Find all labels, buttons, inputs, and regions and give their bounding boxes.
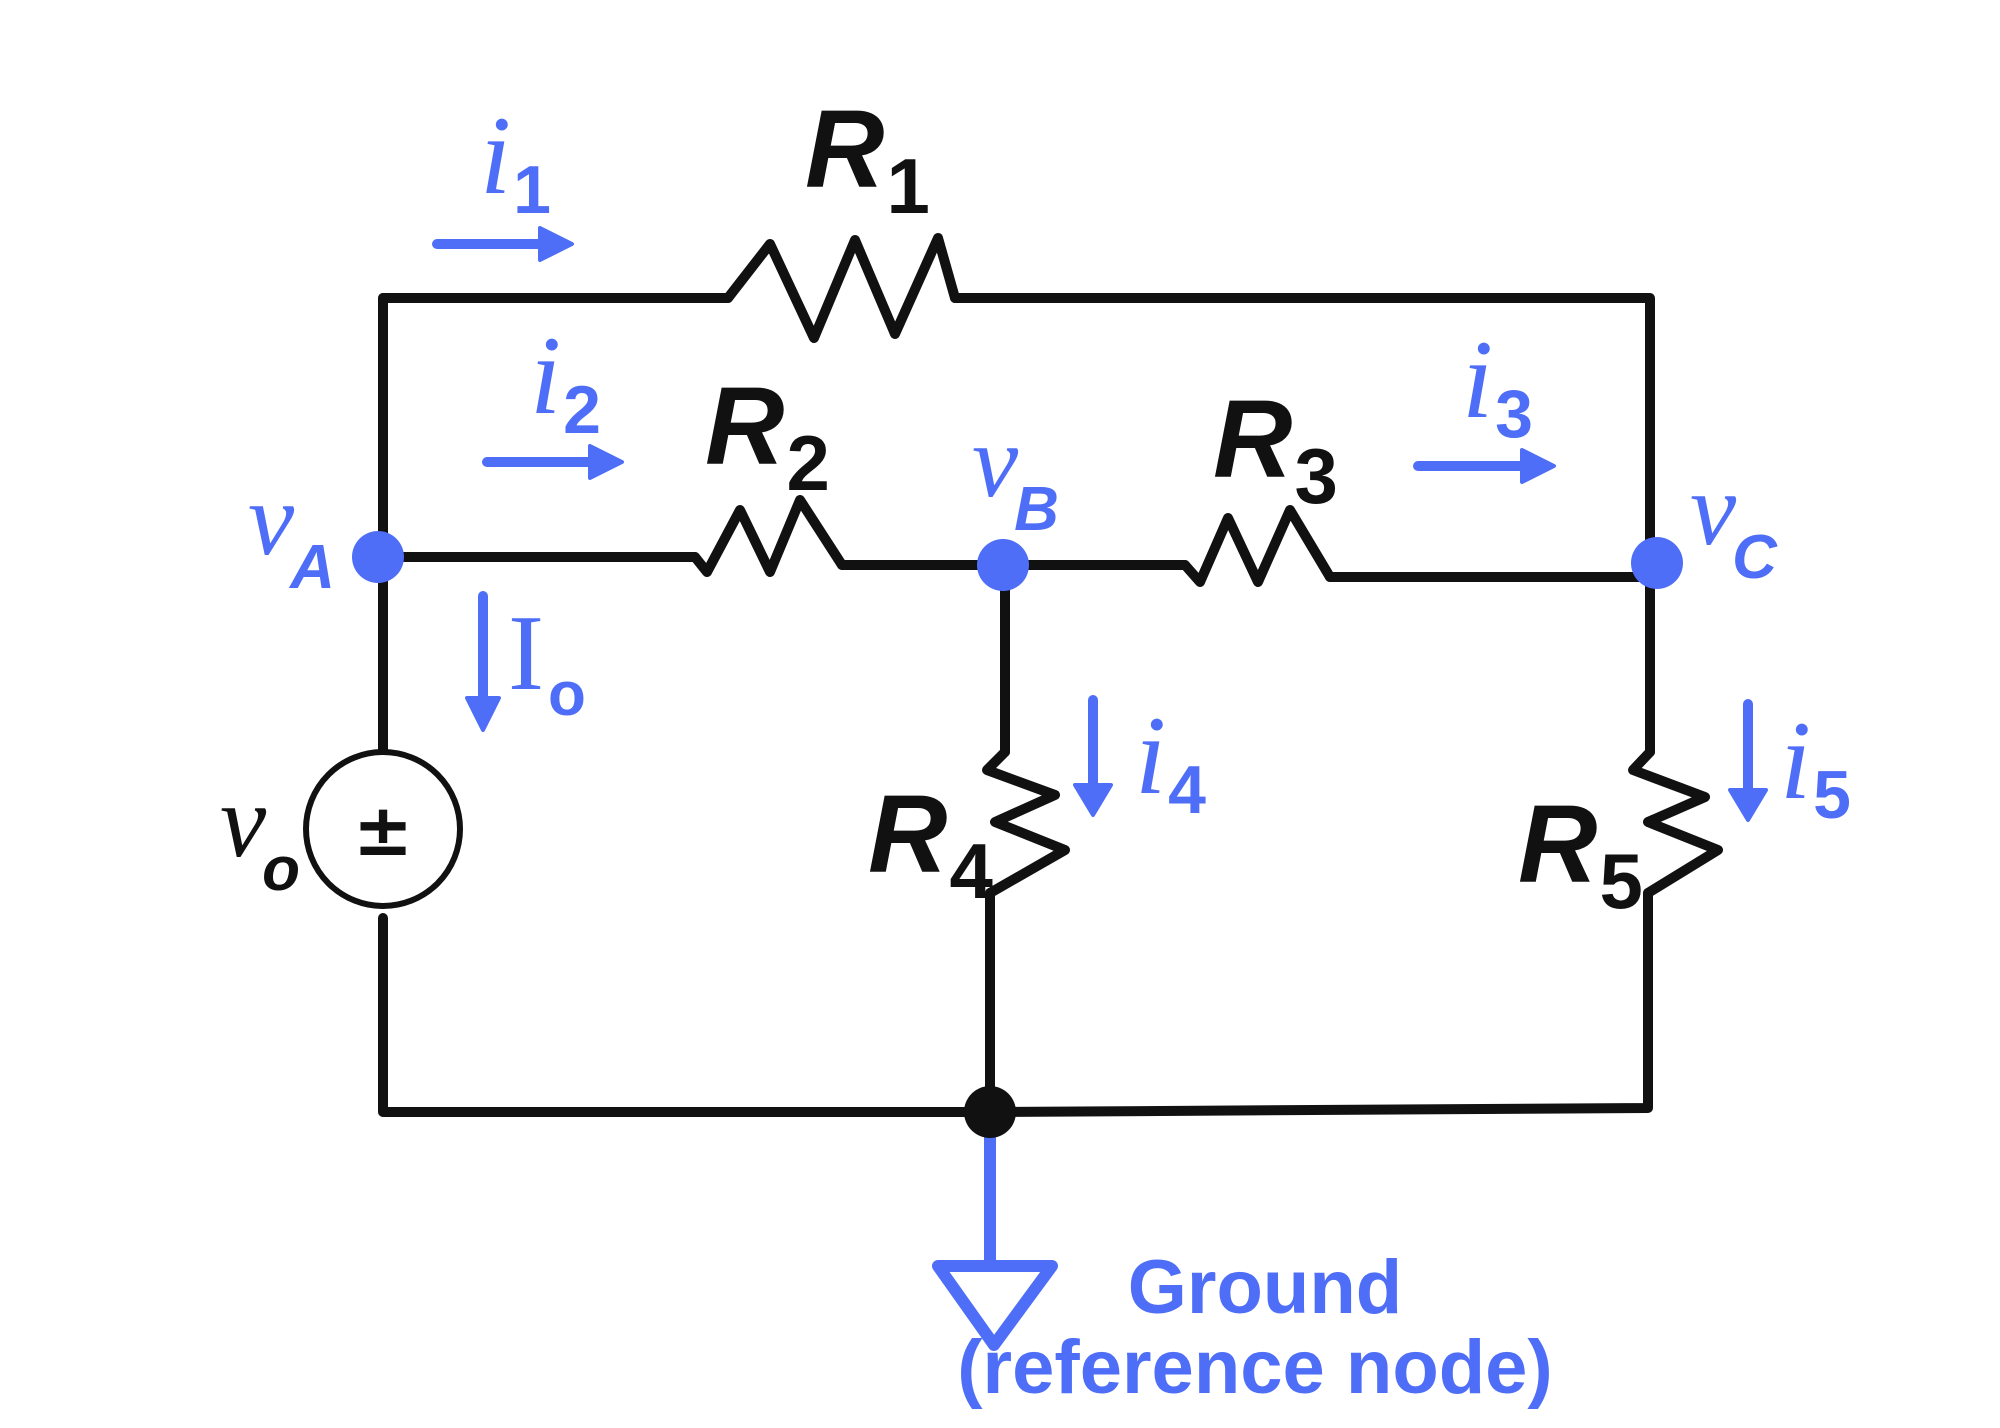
label-i5: i5 (1780, 699, 1851, 833)
label-r1: R1 (805, 88, 930, 230)
label-r2: R2 (705, 365, 830, 507)
arrow-i5-head (1728, 788, 1768, 822)
label-vc: vC (1690, 452, 1777, 592)
resistor-r1 (723, 233, 960, 343)
arrow-io-head (465, 696, 501, 732)
label-r4: R4 (868, 773, 993, 915)
ground-label-line2: (reference node) (957, 1325, 1553, 1410)
resistor-r2 (690, 495, 847, 577)
wire-left-bottom (378, 913, 995, 1117)
node-ground (964, 1086, 1016, 1138)
voltage-source-circle (303, 749, 463, 909)
wire-top-rail-right (950, 293, 1655, 568)
label-r3: R3 (1213, 378, 1338, 520)
voltage-source-symbol: ± (353, 788, 413, 872)
resistor-r4 (982, 747, 1070, 898)
arrow-i4-head (1073, 783, 1113, 817)
label-i2: i2 (530, 314, 601, 448)
node-b (977, 539, 1029, 591)
label-r5: R5 (1518, 783, 1643, 925)
label-vb: vB (972, 404, 1059, 544)
resistor-r3 (1180, 505, 1335, 587)
label-i3: i3 (1462, 318, 1533, 452)
resistor-r5 (1628, 747, 1723, 898)
node-a (352, 531, 404, 583)
label-io: Io (508, 594, 586, 729)
wire-r5-to-bottom (985, 888, 1653, 1117)
label-i1: i1 (480, 94, 551, 228)
label-va: vA (248, 462, 335, 602)
ground-symbol (932, 1260, 1058, 1351)
node-c (1631, 537, 1683, 589)
arrow-i2-head (588, 444, 624, 480)
label-vo: vo (220, 764, 301, 904)
ground-label-line1: Ground (1127, 1245, 1403, 1330)
arrow-i1-head (538, 226, 574, 262)
arrow-i3-head (1520, 448, 1556, 484)
label-i4: i4 (1135, 694, 1206, 828)
